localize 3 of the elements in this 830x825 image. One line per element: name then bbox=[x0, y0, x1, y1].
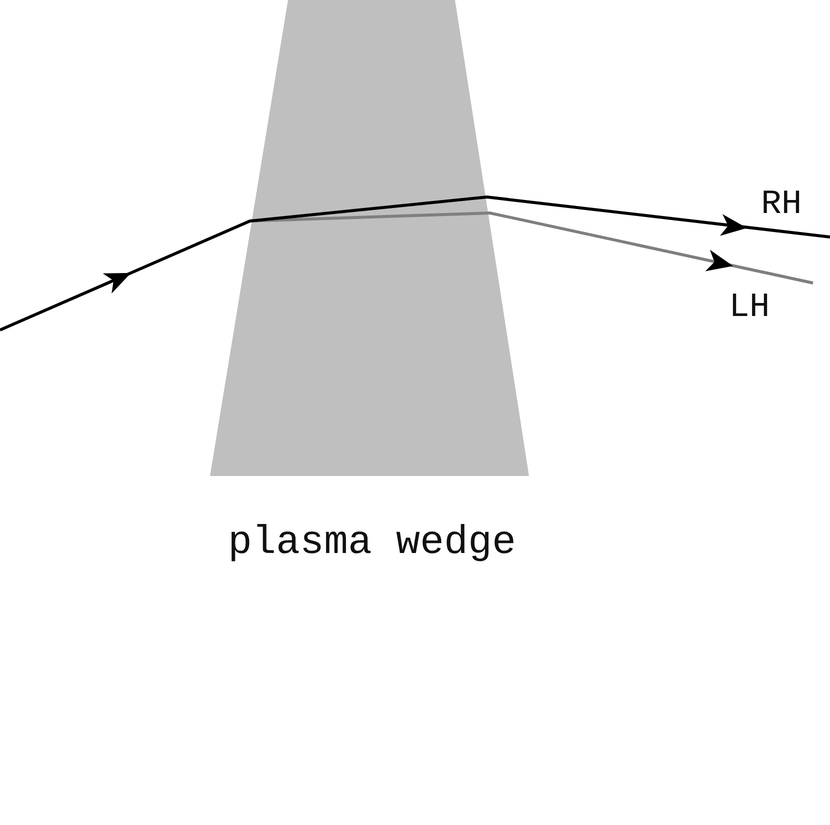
ray-label: RH bbox=[761, 188, 802, 222]
wedge-label: plasma wedge bbox=[228, 524, 516, 564]
ray-label: LH bbox=[729, 291, 770, 325]
